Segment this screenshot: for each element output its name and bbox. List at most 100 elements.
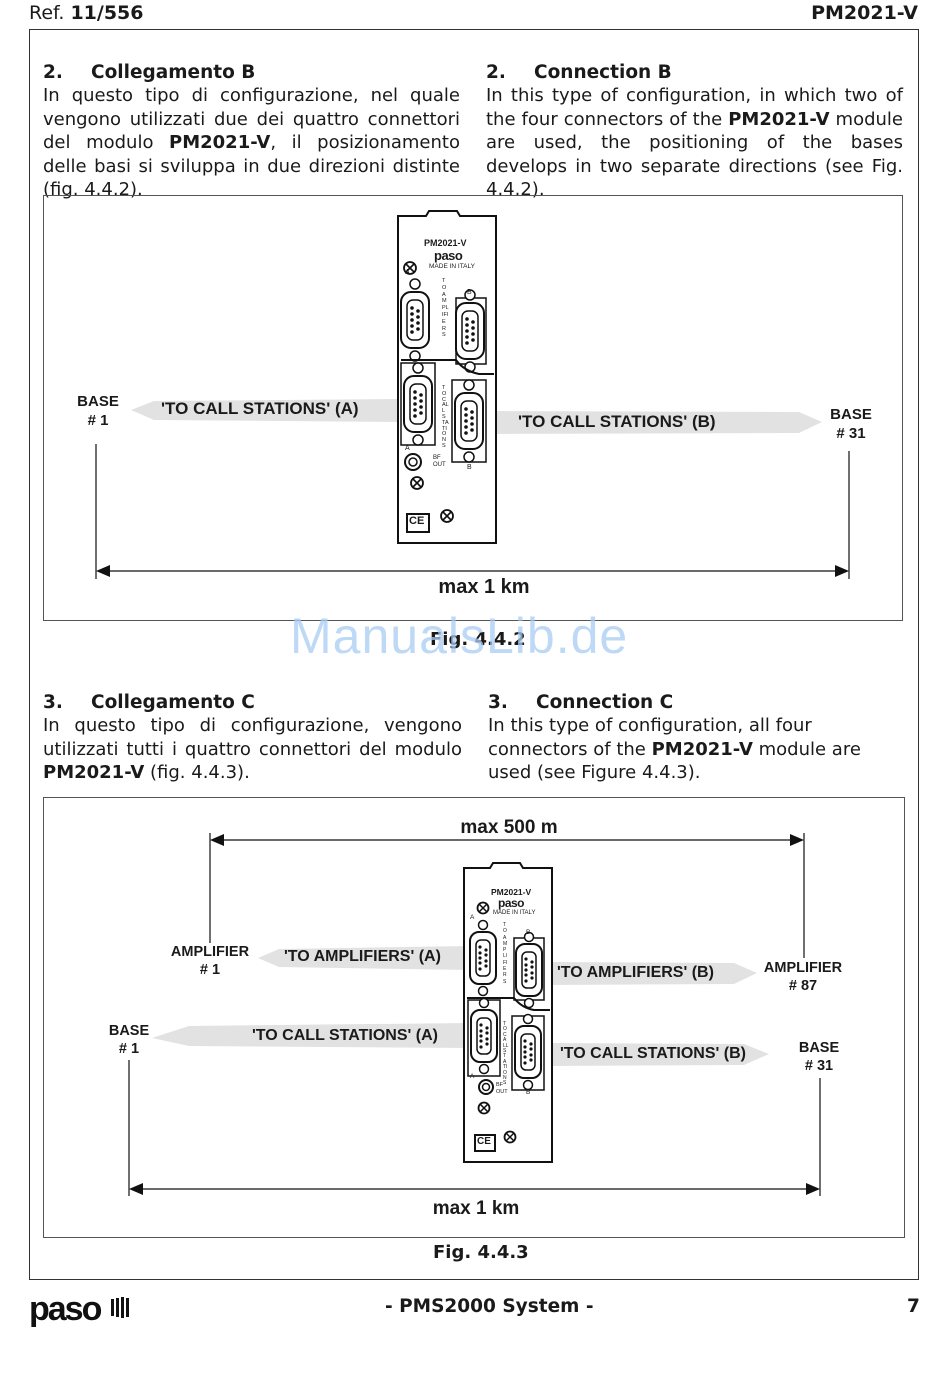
arrowhead-bottom-right (806, 1183, 820, 1195)
page-number: 7 (907, 1296, 920, 1317)
figure-4-4-2-diagram (95, 210, 850, 579)
section2-english-text: In this type of configuration, in which … (486, 84, 903, 202)
base-number: # 31 (804, 1058, 834, 1074)
ce-mark: CE (409, 515, 425, 527)
paso-logo-text: paso (29, 1290, 102, 1328)
section3-english: 3. Connection C In this type of configura… (488, 692, 906, 785)
model-name: PM2021-V (43, 762, 145, 783)
footer-title-text: - PMS2000 System - (385, 1296, 594, 1317)
footer-title: - PMS2000 System - (385, 1296, 594, 1317)
port-label-b: B (467, 289, 472, 296)
text-run: In questo tipo di configurazione, vengon… (43, 715, 462, 760)
module-brand-logo: paso (434, 248, 463, 263)
section-title: Connection B (534, 62, 672, 83)
amplifier-87-label: AMPLIFIER # 87 (745, 959, 861, 995)
label-to-call-stations-a: 'TO CALL STATIONS' (A) (161, 399, 359, 418)
section2-italian-text: In questo tipo di configurazione, nel qu… (43, 84, 460, 202)
bf-text: BF (496, 1082, 504, 1088)
amplifier-number: # 1 (199, 962, 221, 978)
label-to-call-stations-b: 'TO CALL STATIONS' (B) (518, 412, 716, 431)
to-call-stations-vertical: TO CALL STATIONS (442, 385, 449, 449)
base-31-label: BASE# 31 (819, 405, 883, 443)
section2-english: 2. Connection B In this type of configura… (486, 62, 903, 202)
section3-english-title: 3. Connection C (488, 692, 906, 713)
model-name: PM2021-V (169, 132, 271, 153)
amplifier-text: AMPLIFIER (763, 960, 843, 976)
distance-max-1km: max 1 km (438, 576, 530, 598)
figure-4-4-3-caption: Fig. 4.4.3 (433, 1242, 529, 1263)
base-number: # 1 (118, 1041, 140, 1057)
ref-number: 11/556 (70, 2, 144, 24)
to-amplifiers-vertical: TO AMPLIFIERS (442, 278, 449, 339)
port-label-a: A (405, 269, 410, 276)
paso-logo: paso (29, 1288, 134, 1332)
watermark: ManualsLib.de (290, 608, 629, 664)
base-31-label: BASE # 31 (789, 1039, 849, 1075)
arrow-to-call-stations-a (152, 1023, 469, 1048)
module-made-in: MADE IN ITALY (429, 263, 475, 270)
section-number: 3. (488, 692, 508, 713)
arrow-to-call-stations-b (547, 1043, 769, 1066)
model-name: PM2021-V (728, 108, 830, 130)
port-label-a-lower: A (405, 445, 410, 452)
arrow-to-call-stations-b (484, 411, 822, 434)
section2-italian-title: 2. Collegamento B (43, 62, 460, 83)
base-text: BASE (830, 406, 872, 423)
module-brand-logo: paso (498, 896, 525, 910)
port-label-b: B (526, 929, 531, 936)
section3-italian-title: 3.Collegamento C (43, 692, 462, 713)
port-label-b-lower: B (467, 464, 472, 471)
distance-max-1km: max 1 km (432, 1198, 520, 1219)
figure-4-4-3: PM2021-V paso MADE IN ITALY A B TO AMPLI… (43, 797, 905, 1238)
arrow-to-amplifiers-a (258, 946, 469, 970)
text-run: In this type of configuration, in which … (486, 85, 903, 130)
base-text: BASE (108, 1023, 150, 1039)
port-label-a-lower: A (470, 1073, 475, 1080)
section-number: 2. (486, 62, 506, 83)
arrowhead-top-right (790, 834, 804, 846)
pm2021-module (463, 862, 553, 1163)
to-amplifiers-vertical: TO AMPLIFIERS (503, 922, 508, 985)
base-text: BASE (798, 1040, 840, 1056)
amplifier-number: # 87 (788, 978, 818, 994)
section-number: 3. (43, 692, 63, 713)
section3-italian-text: In questo tipo di configurazione, vengon… (43, 714, 462, 785)
arrow-to-amplifiers-b (547, 962, 757, 985)
text-run: (fig. 4.4.3). (144, 762, 250, 783)
section2-italian: 2. Collegamento B In questo tipo di confi… (43, 62, 460, 202)
section-title: Connection C (536, 692, 674, 713)
amplifier-1-label: AMPLIFIER # 1 (152, 943, 268, 979)
section-number: 2. (43, 62, 63, 83)
label-to-amplifiers-a: 'TO AMPLIFIERS' (A) (284, 948, 441, 965)
header-model: PM2021-V (811, 2, 918, 24)
text-run: , il posizionamento delle basi si svilup… (43, 132, 460, 200)
ce-mark: CE (477, 1136, 491, 1147)
arrowhead-right (835, 565, 849, 577)
module-made-in: MADE IN ITALY (493, 910, 536, 916)
base-text: BASE (77, 393, 119, 410)
section3-italian: 3.Collegamento C In questo tipo di confi… (43, 692, 462, 785)
port-label-b-lower: B (526, 1089, 531, 1096)
text-run: In this type of configuration, all four … (488, 715, 812, 760)
arrowhead-top-left (210, 834, 224, 846)
arrow-to-call-stations-a (131, 399, 404, 422)
section3-english-text: In this type of configuration, all four … (488, 714, 906, 785)
distance-max-500m: max 500 m (460, 817, 558, 838)
amplifier-text: AMPLIFIER (170, 944, 250, 960)
label-to-amplifiers-b: 'TO AMPLIFIERS' (B) (557, 964, 714, 981)
bf-text: BF (433, 455, 441, 461)
page-reference: Ref. 11/556 (29, 2, 143, 24)
label-to-call-stations-a: 'TO CALL STATIONS' (A) (252, 1027, 438, 1044)
label-to-call-stations-b: 'TO CALL STATIONS' (B) (560, 1045, 746, 1062)
module-model-label: PM2021-V (491, 887, 532, 897)
text-run: In questo tipo di configurazione, nel qu… (43, 85, 460, 153)
arrowhead-left (96, 565, 110, 577)
out-text: OUT (496, 1088, 508, 1095)
base-number: # 1 (87, 412, 109, 429)
base-1-label: BASE # 1 (99, 1022, 159, 1058)
section-title: Collegamento B (91, 62, 256, 83)
section2-english-title: 2. Connection B (486, 62, 903, 83)
pm2021-module (397, 210, 497, 544)
